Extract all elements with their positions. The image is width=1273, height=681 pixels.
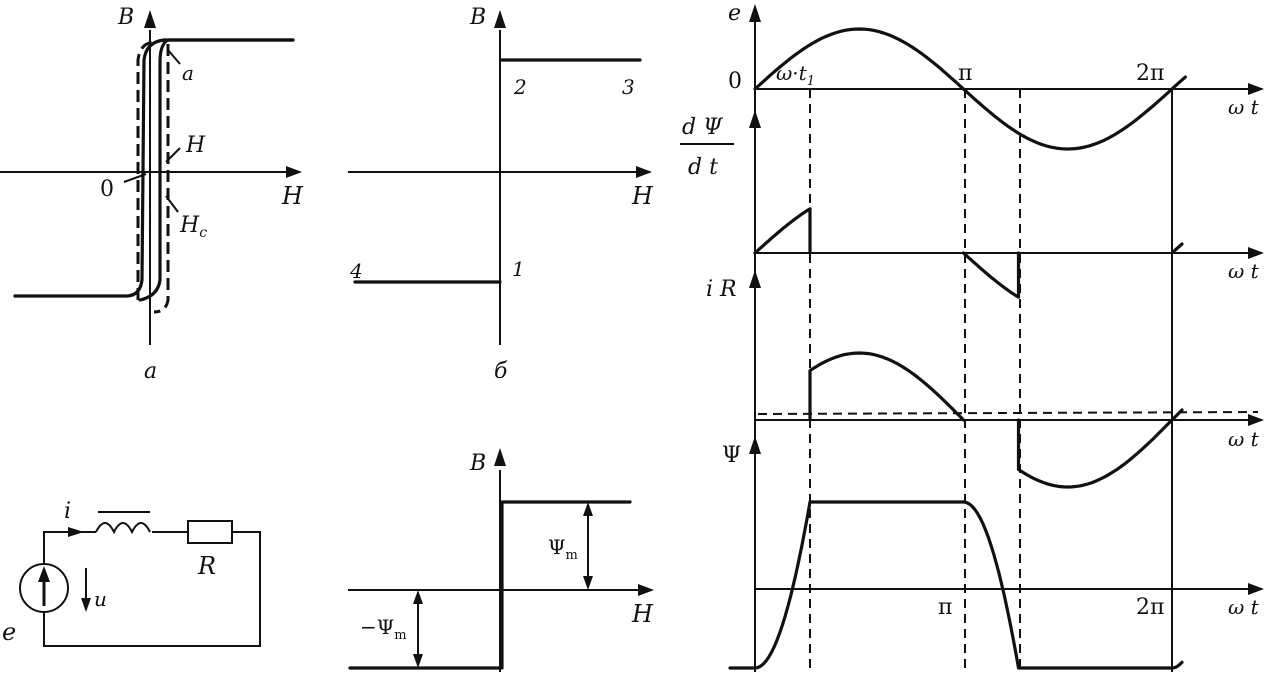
circuit-current-arrow (68, 527, 84, 537)
circuit-wire-left-top (43, 531, 96, 564)
panel-b-point-3: 3 (622, 75, 635, 99)
panel-a-b-label: B (117, 5, 134, 30)
panel-c-neg-psi-m-label: −Ψm (360, 615, 407, 643)
ir-segment-2 (1016, 408, 1184, 489)
circuit-source-label: e (2, 618, 16, 646)
circuit-current-label: i (64, 499, 71, 524)
ir-time-arrow (1248, 414, 1264, 426)
panel-a-dashed-right (153, 44, 170, 314)
panel-b-point-4: 4 (349, 259, 363, 283)
omega-t1-label: ω·t1 (776, 61, 815, 89)
dpsi-axis-arrow (749, 110, 761, 128)
ir-axis-arrow (749, 270, 761, 288)
panel-a-hysteresis: B H 0 a H Hc a (0, 5, 304, 384)
e-time-arrow (1248, 83, 1264, 95)
ir-axis-label: i R (706, 277, 737, 302)
panel-c-psi-m-label: Ψm (548, 535, 578, 563)
panel-a-point-a: a (182, 61, 194, 85)
psi-axis-arrow (749, 436, 761, 454)
panel-b-point-2: 2 (513, 75, 527, 99)
panel-c-h-label: H (631, 600, 654, 628)
panel-a-dashed-left (136, 40, 157, 300)
panel-c-neg-psi-m-arrow-down (413, 654, 423, 668)
dpsi-time-arrow (1248, 247, 1264, 259)
panel-b-h-label: H (631, 182, 654, 210)
panel-c-psi-m-arrow-down (583, 576, 593, 590)
pi-label-bottom: π (938, 595, 952, 620)
psi-time-arrow (1248, 583, 1264, 595)
panel-b-b-arrow (494, 10, 506, 28)
resistor-symbol (187, 520, 233, 544)
e-sine-curve (753, 27, 1187, 151)
panel-c-psi-characteristic: B H Ψm −Ψm (348, 448, 654, 672)
panel-c-neg-psi-m-arrow-up (413, 590, 423, 604)
dpsi-label-denominator: d t (688, 155, 718, 180)
panel-c-b-label: B (469, 451, 486, 476)
panel-c-psi-m-arrow-up (583, 502, 593, 516)
panel-a-a-leader (167, 49, 181, 65)
ir-segment-1 (808, 351, 966, 422)
panel-a-origin-label: 0 (100, 177, 114, 202)
panel-a-b-arrow (144, 10, 156, 28)
two-pi-label-top: 2π (1136, 61, 1164, 86)
inductor-coil (95, 522, 151, 535)
panel-a-h-arrow (286, 166, 302, 178)
panel-c-b-arrow (494, 448, 506, 466)
panel-a-caption: a (144, 359, 157, 384)
omega-t-label-1: ω t (1228, 95, 1260, 119)
panel-a-loop-right (138, 38, 295, 302)
panel-b-h-arrow (636, 166, 652, 178)
ir-dashed-baseline (757, 411, 1259, 415)
two-pi-label-bottom: 2π (1136, 595, 1164, 620)
e-axis-arrow (749, 4, 761, 22)
source-circle (19, 563, 69, 613)
panel-c-upper-branch (500, 500, 632, 670)
panel-b-caption: б (494, 359, 508, 384)
panel-a-point-h: H (185, 133, 206, 158)
pi-label-top: π (958, 61, 972, 86)
panel-a-h-leader (165, 147, 181, 163)
waveform-origin-label: 0 (728, 69, 742, 94)
omega-t-label-3: ω t (1228, 427, 1260, 451)
circuit-resistor-label: R (197, 552, 216, 580)
panel-b-rectangular: B H 1 2 3 4 б (348, 5, 654, 384)
panel-b-point-1: 1 (512, 257, 525, 281)
dpsi-label-numerator: d Ψ (682, 115, 723, 140)
dpsi-segment-2 (961, 251, 1021, 299)
psi-axis-label: Ψ (722, 443, 741, 468)
voltage-arrow-head (81, 598, 91, 612)
circuit-wire-return (43, 531, 261, 647)
panel-a-loop-upper (13, 38, 295, 298)
dpsi-segment-1 (753, 207, 812, 255)
psi-curve (728, 500, 1184, 670)
panel-c-h-arrow (638, 584, 654, 596)
circuit-voltage-label: u (94, 587, 107, 611)
omega-t-label-2: ω t (1228, 259, 1260, 283)
e-axis-label: e (728, 1, 741, 26)
panel-a-h-label: H (281, 182, 304, 210)
panel-a-hc-leader (165, 195, 179, 213)
omega-t-label-4: ω t (1228, 595, 1260, 619)
panel-b-b-label: B (469, 5, 486, 30)
panel-a-hc-label: Hc (179, 213, 207, 241)
circuit-diagram: i R u e (2, 499, 261, 647)
waveform-panel: e 0 ω·t1 π 2π ω t d Ψ d t ω t i R ω t Ψ … (680, 1, 1264, 672)
source-arrow-head (38, 566, 50, 582)
dpsi-segment-3 (1170, 242, 1184, 255)
panel-a-origin-leader (123, 173, 147, 183)
